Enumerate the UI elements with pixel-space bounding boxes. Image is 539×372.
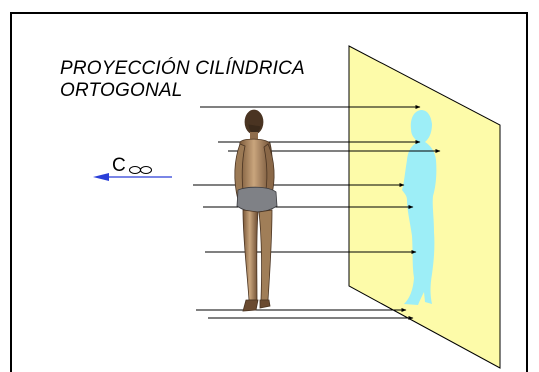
center-letter: C — [112, 155, 126, 176]
projection-center-label: C — [112, 155, 126, 177]
infinity-icon — [129, 166, 152, 174]
human-figure-icon — [234, 109, 278, 312]
projected-silhouette — [402, 110, 437, 305]
title-line-1: PROYECCIÓN CILÍNDRICA — [60, 58, 305, 79]
left-arrow-icon — [93, 173, 109, 181]
diagram-title: PROYECCIÓN CILÍNDRICA ORTOGONAL — [60, 58, 305, 102]
title-line-2: ORTOGONAL — [60, 80, 183, 101]
diagram-frame — [10, 12, 528, 372]
